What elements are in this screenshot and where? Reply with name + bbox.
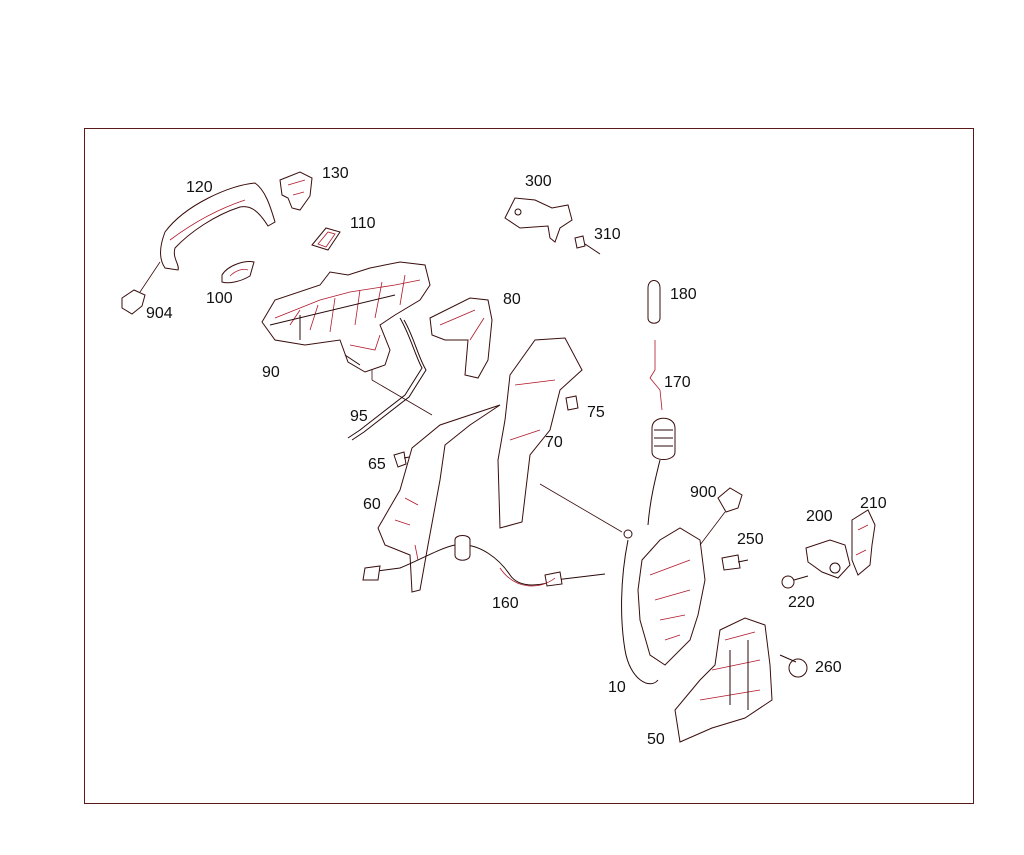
label-130: 130 bbox=[322, 165, 349, 182]
label-100: 100 bbox=[206, 290, 233, 307]
part-260-bolt bbox=[779, 654, 808, 678]
part-220-bolt bbox=[781, 575, 809, 589]
part-310-bolt bbox=[574, 235, 601, 255]
part-120-door-handle bbox=[139, 182, 276, 293]
label-60: 60 bbox=[363, 496, 381, 513]
part-90-handle-carrier bbox=[261, 261, 433, 416]
label-260: 260 bbox=[815, 659, 842, 676]
label-310: 310 bbox=[594, 226, 621, 243]
label-10: 10 bbox=[608, 679, 626, 696]
label-95: 95 bbox=[350, 408, 368, 425]
part-60-cover bbox=[377, 404, 501, 593]
part-160-cable bbox=[362, 535, 606, 587]
part-900-connector bbox=[699, 487, 743, 546]
part-75-clip bbox=[565, 395, 579, 411]
label-900: 900 bbox=[690, 484, 717, 501]
part-10-door-lock bbox=[621, 527, 706, 685]
label-200: 200 bbox=[806, 508, 833, 525]
part-170-lock-rod bbox=[647, 340, 676, 526]
label-50: 50 bbox=[647, 731, 665, 748]
part-180-lock-knob bbox=[647, 280, 661, 324]
label-80: 80 bbox=[503, 291, 521, 308]
label-210: 210 bbox=[860, 495, 887, 512]
part-300-bracket bbox=[504, 197, 573, 243]
part-80-bracket bbox=[429, 297, 493, 379]
label-170: 170 bbox=[664, 374, 691, 391]
part-100-seal bbox=[221, 261, 255, 284]
label-120: 120 bbox=[186, 179, 213, 196]
part-200-striker bbox=[805, 539, 851, 579]
part-130-handle-cap bbox=[279, 171, 313, 211]
part-250-screw bbox=[721, 554, 749, 571]
part-110-gasket bbox=[311, 227, 341, 251]
part-70-cover bbox=[497, 337, 623, 533]
part-50-bracket bbox=[674, 617, 773, 743]
label-180: 180 bbox=[670, 286, 697, 303]
label-250: 250 bbox=[737, 531, 764, 548]
label-110: 110 bbox=[350, 215, 376, 232]
label-300: 300 bbox=[525, 173, 552, 190]
label-160: 160 bbox=[492, 595, 519, 612]
label-220: 220 bbox=[788, 594, 815, 611]
label-90: 90 bbox=[262, 364, 280, 381]
part-95-rod bbox=[347, 317, 427, 441]
diagram-frame bbox=[84, 128, 974, 804]
label-70: 70 bbox=[545, 434, 563, 451]
label-904: 904 bbox=[146, 305, 173, 322]
label-75: 75 bbox=[587, 404, 605, 421]
label-65: 65 bbox=[368, 456, 386, 473]
part-904-clip bbox=[121, 289, 146, 315]
part-210-plate bbox=[851, 509, 876, 576]
